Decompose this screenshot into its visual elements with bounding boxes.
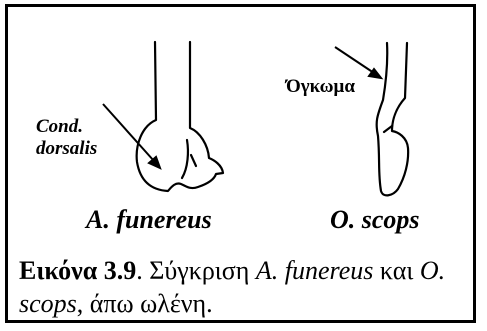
cond-label-line2: dorsalis [36, 138, 97, 160]
cond-dorsalis-arrow [103, 104, 160, 168]
caption-figure-number: Εικόνα 3.9 [19, 256, 136, 285]
species-label-a-funereus: A. funereus [86, 205, 212, 235]
caption-text-3: , άπω ωλένη. [77, 289, 213, 318]
figure-caption: Εικόνα 3.9. Σύγκριση A. funereus και O. … [19, 254, 467, 320]
ogkoma-label: Όγκωμα [286, 76, 355, 98]
cond-label-line1: Cond. [36, 116, 97, 138]
species-label-o-scops: O. scops [330, 205, 420, 235]
caption-separator: . [136, 256, 149, 285]
caption-species-a: A. funereus [256, 256, 373, 285]
caption-text-2: και [373, 256, 420, 285]
a-funereus-bone-outline [137, 42, 223, 191]
caption-text-1: Σύγκριση [149, 256, 256, 285]
o-scops-bone-outline [377, 43, 409, 195]
ogkoma-arrow [335, 47, 381, 78]
cond-dorsalis-label: Cond. dorsalis [36, 116, 97, 160]
